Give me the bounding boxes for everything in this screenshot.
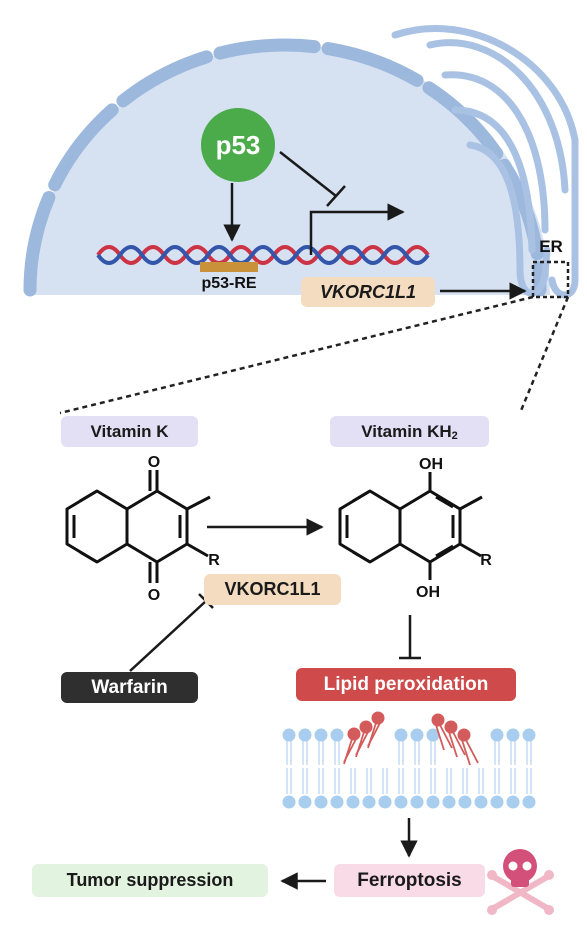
lipid-head [394,795,408,809]
p53-re-label: p53-RE [201,275,257,292]
skull-crossbones-icon [487,849,554,915]
vkorc1l1-protein-label: VKORC1L1 [204,574,341,605]
endoplasmic-reticulum [391,25,579,299]
oxidized-lipid-head [359,720,373,734]
oxidized-lipid-tail [465,739,479,764]
lipid-head [490,728,504,742]
p53-re-bar [200,262,258,272]
oxidized-lipid-head [371,711,385,725]
vitamin-k-r-group: R [208,552,220,569]
dna-helix [96,245,430,265]
lipid-head [330,795,344,809]
lipid-head [410,795,424,809]
lipid-head [522,728,536,742]
lipid-head [474,795,488,809]
lipid-head [442,795,456,809]
tumor-suppression-label: Tumor suppression [32,864,268,897]
vitamin-kh2-oh-bottom: OH [416,584,440,601]
vitamin-kh2-subscript: 2 [451,429,458,442]
lipid-head [346,795,360,809]
lipid-head [426,728,440,742]
oxidized-lipid-tail [439,724,453,749]
lipid-head [506,728,520,742]
lipid-head [522,795,536,809]
lipid-head [506,795,520,809]
vitamin-kh2-text: Vitamin KH [361,421,452,441]
oxidized-lipid-head [431,713,445,727]
warfarin-inhibition-line [129,600,207,672]
lipid-head [298,728,312,742]
lipid-head [282,795,296,809]
oxidized-lipid-tail [448,731,458,758]
oxidized-lipid-tail [452,731,466,756]
lipid-head [314,795,328,809]
lipid-head [410,728,424,742]
lipid-head [330,728,344,742]
vitamin-k-oxygen-top: O [148,454,160,471]
oxidized-lipid-tail [435,724,445,751]
lipid-peroxidation-label: Lipid peroxidation [296,668,516,701]
oxidized-lipid-head [457,728,471,742]
oxidized-lipid-tail [367,722,381,747]
vitamin-kh2-r-group: R [480,552,492,569]
nucleus [30,45,550,295]
vitamin-k-structure [65,470,211,583]
warfarin-label: Warfarin [61,672,198,703]
oxidized-lipid-tail [343,738,357,763]
p53-label: p53 [216,130,261,160]
lipid-head [394,728,408,742]
oxidized-lipid-head [444,720,458,734]
p53-inhibition-line [279,151,337,197]
zoom-line-right [518,296,570,414]
p53-inhibition-bar [326,185,346,207]
oxidized-lipid-tail [461,739,471,766]
ferroptosis-label: Ferroptosis [334,864,485,897]
lipid-head [282,728,296,742]
lipid-head [490,795,504,809]
nuclear-envelope [23,38,547,297]
zoom-line-left [59,295,534,415]
vitamin-kh2-oh-top: OH [419,456,443,473]
lipid-head [458,795,472,809]
transcription-start-arrow [309,203,405,255]
vkorc1l1-gene-label: VKORC1L1 [301,277,435,307]
lipid-head [314,728,328,742]
oxidized-lipid-tail [355,731,369,756]
lipid-head [426,795,440,809]
vitamin-kh2-structure [338,472,483,580]
lipid-head [378,795,392,809]
lipid-head [298,795,312,809]
lipid-bilayer [282,711,536,809]
er-zoom-box [531,260,570,299]
vitamin-k-oxygen-bottom: O [148,587,160,604]
oxidized-lipid-head [347,727,361,741]
vitamin-k-label: Vitamin K [61,416,198,447]
lipid-head [362,795,376,809]
p53-circle [201,108,275,182]
er-label: ER [539,237,563,256]
